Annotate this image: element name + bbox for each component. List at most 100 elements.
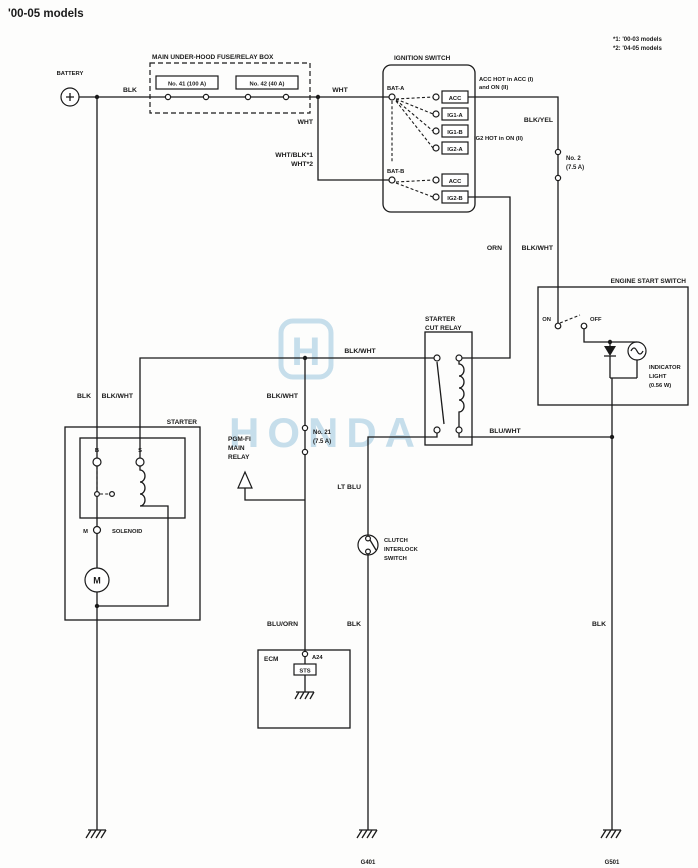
component-boxes xyxy=(64,62,689,729)
ecm-signal-label: STS xyxy=(299,669,310,675)
sts-box xyxy=(293,663,317,676)
page-title: '00-05 models xyxy=(8,8,84,20)
symbols xyxy=(60,75,647,839)
pgm-fi-relay-label-3: RELAY xyxy=(228,454,250,461)
main-fuse-box-title: MAIN UNDER-HOOD FUSE/RELAY BOX xyxy=(152,54,274,61)
starter-motor-icon xyxy=(84,567,110,593)
junction-dot xyxy=(302,355,308,361)
starter-s-label: S xyxy=(138,448,142,454)
clutch-switch-label-1: CLUTCH xyxy=(384,538,408,544)
ig2a-terminal-icon xyxy=(432,144,440,152)
ecm-pin-icon xyxy=(301,650,309,658)
starter-m-label: M xyxy=(83,529,88,535)
clutch-switch-lever xyxy=(369,539,377,551)
solenoid-plunger-dashes xyxy=(96,466,109,495)
ig1-b-label: IG1-B xyxy=(447,130,462,136)
wire-label-blu-orn: BLU/ORN xyxy=(267,621,298,628)
start-switch-contact-icon xyxy=(554,322,562,330)
fuse21-terminal-icon xyxy=(301,448,309,456)
wire-label-wht-branch: WHT xyxy=(298,119,314,126)
switch-internals xyxy=(96,96,581,495)
indicator-label-2: LIGHT xyxy=(649,374,667,380)
battery-label: BATTERY xyxy=(57,71,84,77)
junction-dot xyxy=(607,339,613,345)
footnote-1: *1: '00-03 models xyxy=(613,37,662,43)
wire-label-blu-wht: BLU/WHT xyxy=(489,428,521,435)
wire-label-blk-battery: BLK xyxy=(123,87,137,94)
junction-dot xyxy=(94,603,100,609)
wire-pgm-branch xyxy=(244,488,305,501)
wiring xyxy=(79,96,638,830)
engine-start-switch-title: ENGINE START SWITCH xyxy=(611,278,687,285)
ignition-contact-dashes-bottom xyxy=(395,179,434,198)
solenoid-contact-icon xyxy=(93,491,100,498)
wire-label-orn: ORN xyxy=(487,245,502,252)
junction-dot xyxy=(94,94,100,100)
acc-tag xyxy=(441,90,469,104)
starter-m-terminal-icon xyxy=(92,525,102,535)
fuse21-terminal-icon xyxy=(301,424,309,432)
ig1b-terminal-icon xyxy=(432,127,440,135)
wire-label-blk-wht-mid: BLK/WHT xyxy=(344,348,376,355)
relay-terminal-icon xyxy=(433,426,441,434)
wire-orn xyxy=(462,196,511,359)
wire-label-blk-yel: BLK/YEL xyxy=(524,117,553,124)
wire-label-blk-wht-pgm: BLK/WHT xyxy=(267,393,299,400)
wire-acc-to-engine-switch xyxy=(468,96,559,287)
fuse42-label: No. 42 (40 A) xyxy=(250,82,285,88)
ig2-b-label: IG2-B xyxy=(447,196,462,202)
ig1a-terminal-icon xyxy=(432,110,440,118)
acc-hot-note-1: ACC HOT in ACC (I) xyxy=(479,77,533,83)
ground-icon-g501 xyxy=(600,829,622,839)
relay-contact-lever xyxy=(436,361,445,425)
fuse41-terminal-icon xyxy=(164,93,172,101)
wire-wht-branch xyxy=(317,97,389,181)
pgm-fi-relay-arrow-icon xyxy=(237,470,253,489)
pgm-fi-relay-label-1: PGM-FI xyxy=(228,436,251,443)
relay-terminal-icon xyxy=(433,354,441,362)
clutch-switch-contact-icon xyxy=(365,535,372,542)
starter-coil-return xyxy=(97,466,169,607)
solenoid-outline xyxy=(79,437,186,519)
battery-plus-icon xyxy=(66,93,74,101)
footnote-2: *2: '04-05 models xyxy=(613,46,662,52)
on-label: ON xyxy=(542,317,551,323)
ground-icon-g401 xyxy=(356,829,378,839)
ignition-switch-title: IGNITION SWITCH xyxy=(394,55,451,62)
fuse2-rating: (7.5 A) xyxy=(566,165,584,171)
engine-start-switch-outline xyxy=(537,286,689,406)
relay-terminal-icon xyxy=(455,426,463,434)
junction-dot xyxy=(315,94,321,100)
engine-switch-lever xyxy=(559,314,581,324)
junction-dot xyxy=(609,434,615,440)
fuse42-terminal-icon xyxy=(244,93,252,101)
bat-b-terminal-icon xyxy=(388,176,396,184)
wire-blu-wht xyxy=(458,433,612,438)
starter-s-terminal-icon xyxy=(135,457,145,467)
wire-label-blk-wht-starter: BLK/WHT xyxy=(102,393,134,400)
fuse41-terminal-icon xyxy=(202,93,210,101)
ecm-title: ECM xyxy=(264,656,278,663)
ecm-pin-label: A24 xyxy=(312,655,323,661)
fuse2-terminal-icon xyxy=(554,148,562,156)
acc-terminal-icon xyxy=(432,93,440,101)
fuse2-terminal-icon xyxy=(554,174,562,182)
fuse41-label-box xyxy=(155,75,219,90)
fuse42-label-box xyxy=(235,75,299,90)
ecm-ground-icon xyxy=(294,691,315,700)
wire-label-lt-blu: LT BLU xyxy=(337,484,361,491)
wire-label-blk-wht-right: BLK/WHT xyxy=(522,245,554,252)
starter-b-terminal-icon xyxy=(92,457,102,467)
relay-terminal-icon xyxy=(455,354,463,362)
indicator-label-3: (0.56 W) xyxy=(649,383,671,389)
pgm-fi-relay-label-2: MAIN xyxy=(228,445,245,452)
honda-brand-text: HONDA xyxy=(229,409,423,456)
acc-hot-note-2: and ON (II) xyxy=(479,85,508,91)
bat-a-terminal-icon xyxy=(388,93,396,101)
ig2-hot-note: IG2 HOT in ON (II) xyxy=(474,136,523,142)
ig1b-tag xyxy=(441,124,469,138)
clutch-switch-label-2: INTERLOCK xyxy=(384,547,419,553)
starter-b-label: B xyxy=(95,448,99,454)
